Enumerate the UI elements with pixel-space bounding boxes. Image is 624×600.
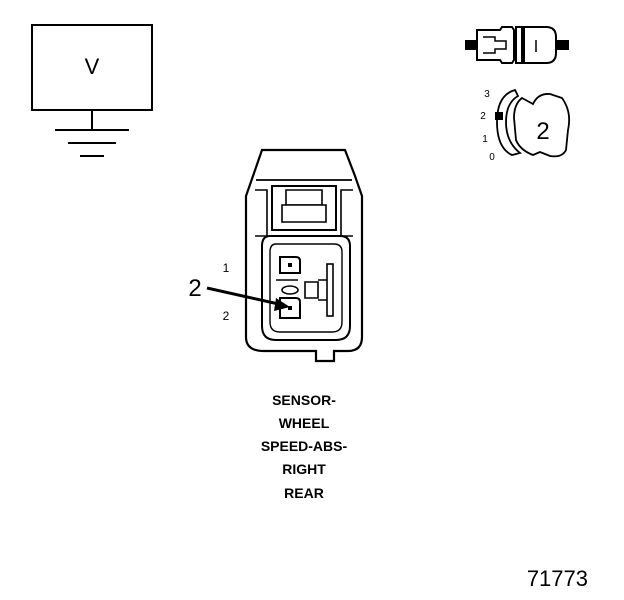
- caption-line-5: REAR: [284, 485, 324, 501]
- keying-rib: [304, 281, 319, 299]
- callout-leader-line: [206, 286, 284, 307]
- connector-caption: SENSOR- WHEEL SPEED-ABS- RIGHT REAR: [261, 392, 348, 501]
- key-position-0: 0: [489, 152, 495, 163]
- key-position-3: 3: [484, 89, 490, 100]
- caption-line-1: SENSOR-: [272, 392, 336, 408]
- connector-side-view-icon: [465, 26, 569, 64]
- arrow-head-icon: [274, 298, 290, 311]
- voltmeter-label: V: [85, 54, 100, 79]
- figure-id: 71773: [527, 566, 588, 591]
- pin-2-label: 2: [223, 309, 230, 323]
- pin-callout: 2: [188, 275, 290, 311]
- key-position-1: 1: [482, 134, 488, 145]
- caption-line-4: RIGHT: [282, 461, 326, 477]
- connector-face-view: 1 2: [223, 148, 364, 363]
- caption-line-3: SPEED-ABS-: [261, 438, 348, 454]
- key-position-icon: 3 2 1 0 2: [480, 88, 571, 163]
- pin-1-label: 1: [223, 261, 230, 275]
- voltmeter-symbol: V: [31, 24, 153, 157]
- ground-icon: [55, 129, 129, 157]
- key-callout: 2: [536, 118, 549, 145]
- caption-line-2: WHEEL: [279, 415, 330, 431]
- key-position-2: 2: [480, 111, 486, 122]
- connector-callout-label: 2: [188, 275, 201, 302]
